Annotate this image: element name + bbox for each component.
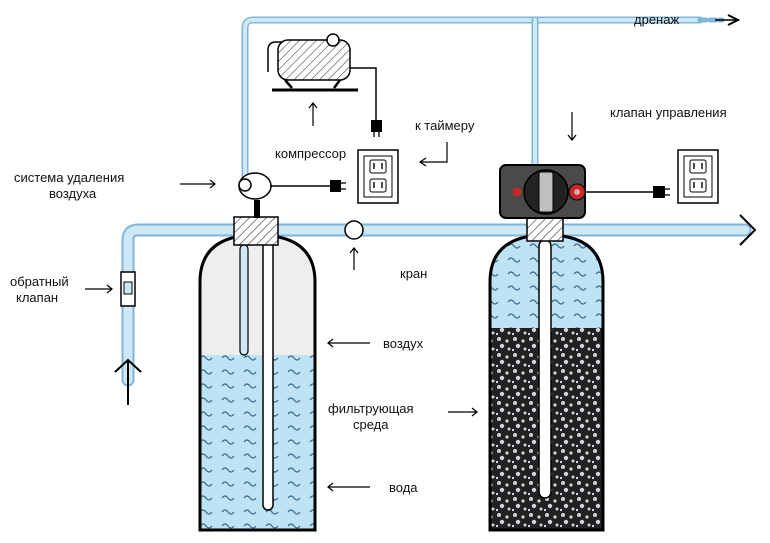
right-tank (488, 214, 605, 532)
drain-label: дренаж (634, 12, 680, 27)
annotation-arrows (85, 102, 577, 492)
air-release-label-line2: воздуха (49, 186, 97, 201)
left-tank-fitting (233, 216, 279, 246)
filter-media-label-line1: фильтрующая (328, 401, 414, 416)
right-tank-fitting (526, 214, 564, 242)
outlet-arrow (739, 214, 757, 246)
compressor-label: компрессор (275, 146, 347, 161)
indicator-light-left (512, 187, 522, 197)
air-release-label-line1: система удаления (14, 170, 125, 185)
air-release-valve (238, 172, 346, 218)
filter-media-label-line2: среда (353, 417, 389, 432)
air-label: воздух (383, 336, 424, 351)
to-timer-label: к таймеру (415, 118, 475, 133)
compressor (267, 33, 382, 137)
pipes (121, 16, 752, 387)
outlet-right (677, 149, 719, 204)
tap (344, 220, 364, 240)
check-valve-label-line1: обратный (10, 274, 69, 289)
check-valve-label-line2: клапан (16, 290, 59, 305)
water-label: вода (389, 480, 418, 495)
tap-label: кран (400, 266, 428, 281)
control-valve-label: клапан управления (610, 105, 727, 120)
outlet-left (357, 149, 399, 204)
check-valve (120, 271, 136, 307)
control-valve (499, 164, 670, 219)
left-tank (198, 216, 317, 532)
flow-arrows (114, 14, 757, 405)
